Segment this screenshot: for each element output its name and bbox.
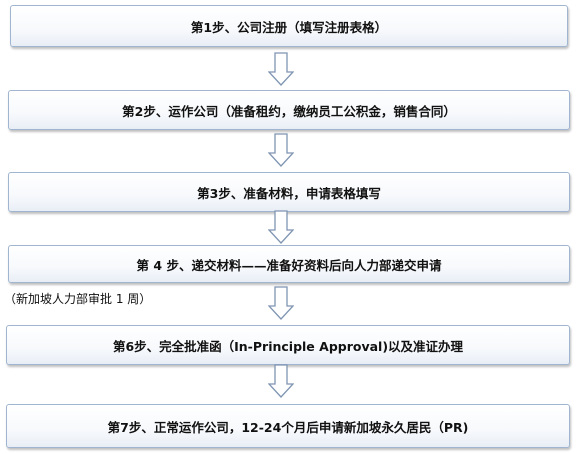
step-3-label: 第3步、准备材料，申请表格填写: [197, 185, 381, 201]
step-4-label: 第 4 步、递交材料——准备好资料后向人力部递交申请: [136, 257, 442, 273]
down-arrow-icon: [268, 52, 294, 86]
step-1-label: 第1步、公司注册（填写注册表格）: [190, 19, 388, 35]
step-4-box: 第 4 步、递交材料——准备好资料后向人力部递交申请: [8, 245, 570, 283]
step-7-box: 第7步、正常运作公司，12-24个月后申请新加坡永久居民（PR): [6, 404, 570, 448]
step-2-box: 第2步、运作公司（准备租约，缴纳员工公积金，销售合同）: [8, 90, 570, 130]
step-6-label: 第6步、完全批准函（In-Principle Approval)以及准证办理: [112, 338, 464, 354]
step-6-box: 第6步、完全批准函（In-Principle Approval)以及准证办理: [6, 325, 570, 365]
down-arrow-icon: [268, 133, 294, 167]
down-arrow-icon: [268, 364, 294, 398]
step-2-label: 第2步、运作公司（准备租约，缴纳员工公积金，销售合同）: [122, 103, 456, 119]
down-arrow-icon: [268, 286, 294, 320]
step-1-box: 第1步、公司注册（填写注册表格）: [10, 5, 568, 47]
step-7-label: 第7步、正常运作公司，12-24个月后申请新加坡永久居民（PR): [107, 419, 469, 435]
approval-duration-note: （新加坡人力部审批 1 周）: [4, 292, 152, 306]
step-3-box: 第3步、准备材料，申请表格填写: [8, 172, 570, 212]
down-arrow-icon: [268, 210, 294, 244]
